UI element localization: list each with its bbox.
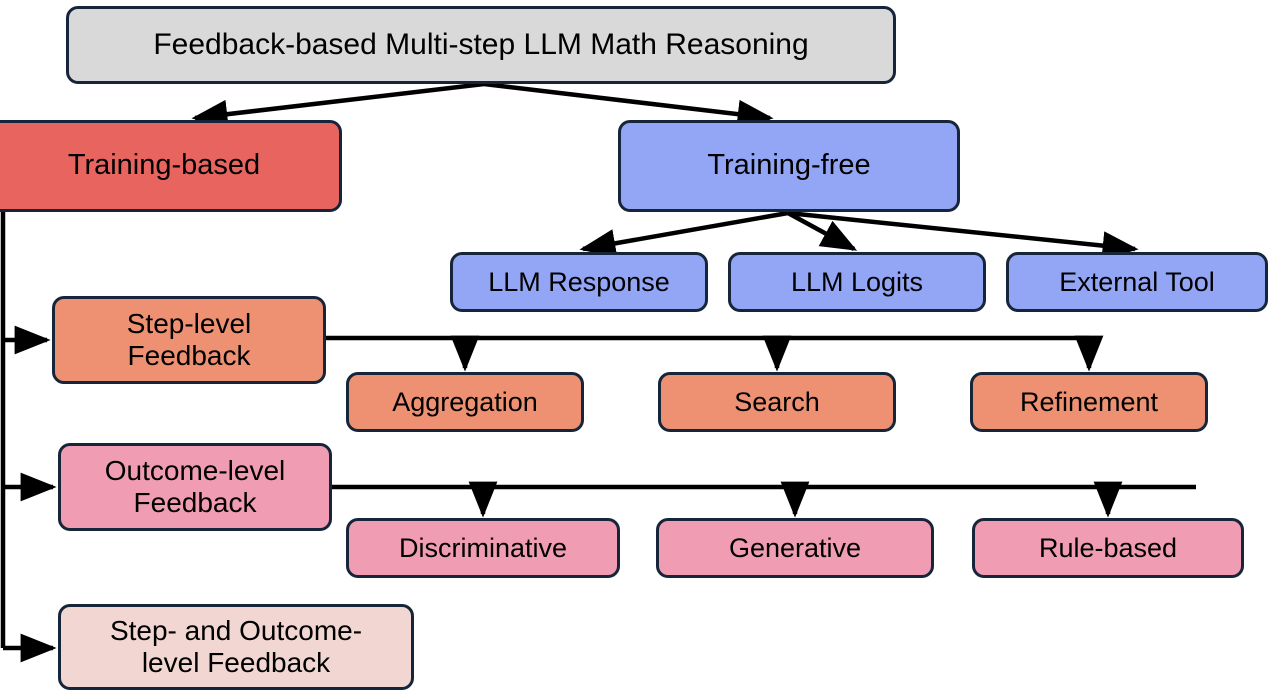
node-training-free[interactable]: Training-free (618, 120, 960, 212)
node-external-tool[interactable]: External Tool (1006, 252, 1268, 312)
node-llm-response[interactable]: LLM Response (450, 252, 708, 312)
node-step-level-feedback-label: Step-level Feedback (126, 308, 252, 371)
node-refinement-label: Refinement (1019, 386, 1159, 417)
node-llm-response-label: LLM Response (488, 266, 670, 297)
edge-root-to-training-based (191, 81, 485, 129)
node-outcome-level-feedback-label: Outcome-level Feedback (104, 455, 286, 518)
node-aggregation-label: Aggregation (392, 386, 538, 417)
node-discriminative-label: Discriminative (398, 532, 568, 563)
node-llm-logits[interactable]: LLM Logits (728, 252, 986, 312)
node-search-label: Search (734, 386, 820, 417)
node-refinement[interactable]: Refinement (970, 372, 1208, 432)
node-generative[interactable]: Generative (656, 518, 934, 578)
node-training-based[interactable]: Training-based (0, 120, 342, 212)
node-external-tool-label: External Tool (1059, 266, 1215, 297)
node-step-and-outcome-level-feedback-label: Step- and Outcome- level Feedback (109, 615, 363, 678)
node-step-level-feedback[interactable]: Step-level Feedback (52, 296, 326, 384)
node-outcome-level-feedback[interactable]: Outcome-level Feedback (58, 443, 332, 531)
node-rule-based[interactable]: Rule-based (972, 518, 1244, 578)
node-aggregation[interactable]: Aggregation (346, 372, 584, 432)
edge-root-to-training-free (483, 81, 774, 129)
node-rule-based-label: Rule-based (1038, 532, 1178, 563)
node-root[interactable]: Feedback-based Multi-step LLM Math Reaso… (66, 6, 896, 84)
node-search[interactable]: Search (658, 372, 896, 432)
edge-training-free-to-llm-logits (786, 211, 858, 251)
node-step-and-outcome-level-feedback[interactable]: Step- and Outcome- level Feedback (58, 604, 414, 690)
node-discriminative[interactable]: Discriminative (346, 518, 620, 578)
node-root-label: Feedback-based Multi-step LLM Math Reaso… (153, 27, 809, 61)
node-llm-logits-label: LLM Logits (790, 266, 924, 297)
edge-spine-training-based (0, 150, 57, 663)
edge-bus-step-level (326, 335, 1104, 372)
node-generative-label: Generative (728, 532, 862, 563)
edge-bus-outcome-level (332, 481, 1196, 518)
edge-training-free-to-external-tool (787, 210, 1139, 260)
node-training-free-label: Training-free (707, 149, 871, 182)
node-training-based-label: Training-based (67, 149, 261, 182)
edge-training-free-to-llm-response (579, 210, 789, 258)
